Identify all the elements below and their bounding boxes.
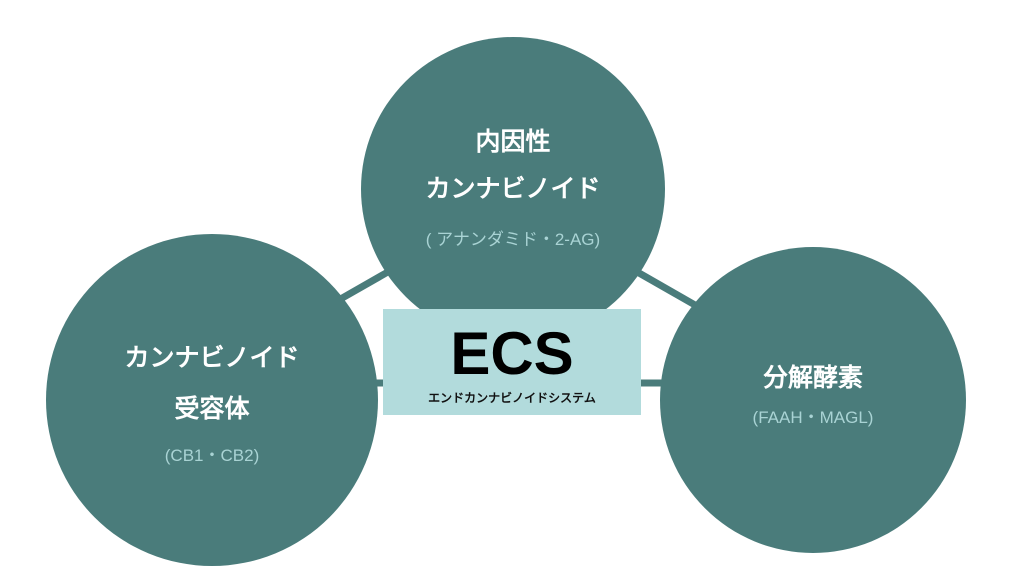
node-circle-receptors: [46, 234, 378, 566]
node-circle-endocannabinoids: [361, 37, 665, 341]
center-subtitle: エンドカンナビノイドシステム: [428, 390, 596, 405]
left-node-detail: (CB1・CB2): [165, 446, 259, 465]
top-node-line2: カンナビノイド: [425, 174, 600, 203]
top-node-line1: 内因性: [475, 127, 550, 156]
top-node-detail: ( アナンダミド・2-AG): [426, 230, 600, 249]
left-node-line1: カンナビノイド: [124, 343, 299, 372]
center-box: [383, 309, 641, 415]
center-title: ECS: [450, 320, 573, 387]
right-node-detail: (FAAH・MAGL): [753, 408, 874, 427]
node-circle-enzymes: [660, 247, 966, 553]
right-node-line1: 分解酵素: [763, 363, 863, 392]
left-node-line2: 受容体: [174, 394, 250, 423]
